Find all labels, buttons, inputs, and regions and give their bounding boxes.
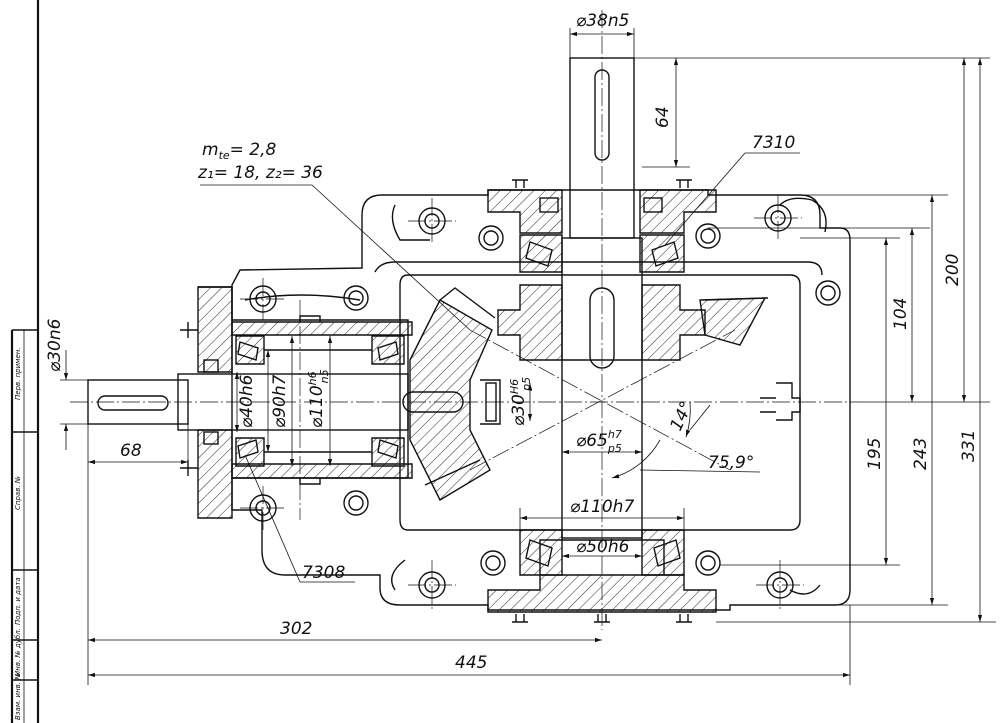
- stamp-inv-dubl: Инв. № дубл.: [14, 628, 22, 676]
- dim-195: 195: [865, 438, 885, 470]
- fit-output-shaft: ⌀38n5: [576, 11, 629, 31]
- housing: [231, 189, 851, 611]
- bolt-hole: [343, 490, 369, 516]
- dim-302: 302: [280, 619, 312, 639]
- dim-331: 331: [959, 430, 979, 462]
- fit-bore-110: ⌀110h7: [570, 497, 634, 517]
- bolt-hole: [695, 223, 721, 249]
- bolt-hole: [695, 550, 721, 576]
- stamp-perv: Перв. примен.: [14, 347, 22, 400]
- bolt-hole: [478, 225, 504, 251]
- dim-68: 68: [120, 441, 142, 461]
- dim-104: 104: [891, 298, 911, 330]
- vent-plug: [760, 382, 801, 421]
- bevel-pinion: [409, 287, 496, 501]
- fit-shaft-50: ⌀50h6: [576, 537, 630, 557]
- top-bearing: [519, 234, 685, 273]
- leader-lines: [200, 152, 800, 583]
- bolt-hole: [343, 285, 369, 311]
- frame: Перв. примен. Справ. № Подп. и дата Инв.…: [10, 0, 40, 723]
- left-bearing-housing: [180, 286, 413, 519]
- stamp-sprav: Справ. №: [14, 476, 22, 510]
- left-bearings: [235, 315, 405, 485]
- dim-445: 445: [455, 653, 487, 673]
- center-lines: [70, 10, 860, 630]
- dim-243: 243: [911, 438, 931, 470]
- bolt-hole: [480, 550, 506, 576]
- dim-64: 64: [653, 106, 673, 128]
- labels: mte= 2,8 z₁= 18, z₂= 36 7310 7308 ⌀38n5 …: [45, 11, 979, 673]
- fit-input-shaft: ⌀30n6: [45, 318, 65, 372]
- fit-bore-110-a: ⌀110h6n5: [306, 369, 331, 428]
- angle-75-9: 75,9°: [708, 453, 754, 473]
- gear-module-label: mte= 2,8: [202, 140, 277, 162]
- angle-14: 14°: [666, 398, 697, 434]
- bolt-hole: [815, 280, 841, 306]
- stamp-vzam: Взам. инв. №: [14, 672, 22, 720]
- gear-teeth-label: z₁= 18, z₂= 36: [197, 163, 323, 183]
- bearing-left-label: 7308: [302, 563, 345, 583]
- bevel-gear-hub: [497, 284, 769, 361]
- top-bearing-cap: [487, 179, 717, 234]
- bottom-bearing: [519, 529, 685, 576]
- fit-housing-90: ⌀90h7: [270, 374, 290, 428]
- fit-stub-30: ⌀30H6p5: [508, 377, 533, 426]
- fit-shaft-40: ⌀40h6: [237, 374, 257, 428]
- bearing-top-label: 7310: [752, 133, 795, 153]
- dim-200: 200: [943, 254, 963, 286]
- stamp-podp: Подп. и дата: [14, 577, 22, 625]
- dimensions: [60, 28, 996, 685]
